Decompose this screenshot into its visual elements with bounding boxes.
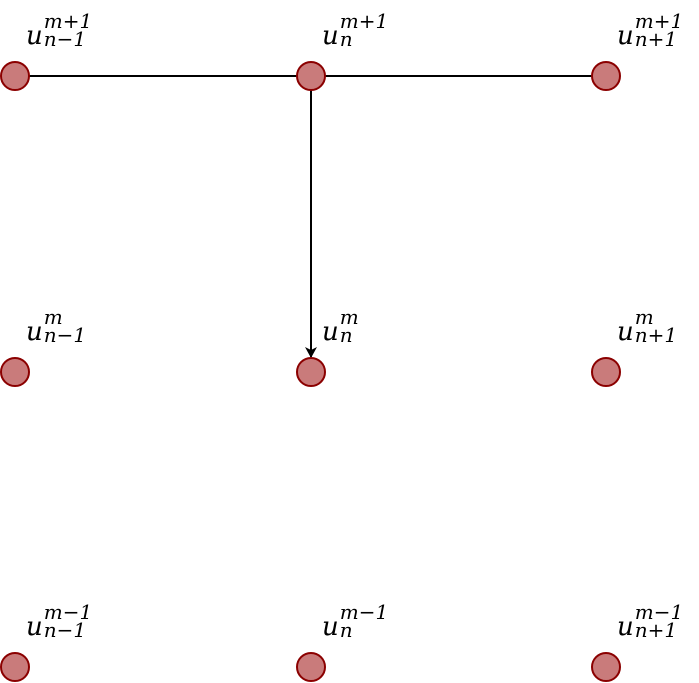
grid-node bbox=[0, 61, 30, 91]
node-label-subscript: n+1 bbox=[634, 27, 678, 51]
node-label-subscript: n−1 bbox=[43, 323, 87, 347]
edges bbox=[15, 75, 606, 358]
node-label-superscript: m bbox=[634, 305, 654, 329]
node-label-subscript: n+1 bbox=[634, 618, 678, 642]
node-label-superscript: m+1 bbox=[634, 9, 684, 33]
grid-node bbox=[296, 357, 326, 387]
node-label-superscript: m+1 bbox=[339, 9, 389, 33]
node-label-base: u bbox=[617, 317, 634, 347]
node-label-base: u bbox=[322, 21, 339, 51]
node-label-subscript: n bbox=[339, 323, 353, 347]
node-label-base: u bbox=[617, 612, 634, 642]
node-label-subscript: n−1 bbox=[43, 27, 87, 51]
grid-node bbox=[0, 357, 30, 387]
nodes bbox=[0, 61, 621, 682]
node-label-subscript: n bbox=[339, 618, 353, 642]
node-label-base: u bbox=[26, 612, 43, 642]
grid-node bbox=[591, 652, 621, 682]
grid-node bbox=[0, 652, 30, 682]
node-label-superscript: m+1 bbox=[43, 9, 93, 33]
node-label-subscript: n bbox=[339, 27, 353, 51]
grid-node bbox=[591, 61, 621, 91]
node-label-superscript: m−1 bbox=[339, 600, 389, 624]
node-label-superscript: m bbox=[43, 305, 63, 329]
grid-node bbox=[296, 61, 326, 91]
grid-node bbox=[296, 652, 326, 682]
node-label-subscript: n+1 bbox=[634, 323, 678, 347]
node-label-base: u bbox=[26, 317, 43, 347]
node-label-base: u bbox=[322, 317, 339, 347]
node-label-base: u bbox=[617, 21, 634, 51]
node-label-subscript: n−1 bbox=[43, 618, 87, 642]
grid-node bbox=[591, 357, 621, 387]
node-label-base: u bbox=[26, 21, 43, 51]
node-label-superscript: m−1 bbox=[43, 600, 93, 624]
node-label-superscript: m−1 bbox=[634, 600, 684, 624]
node-label-superscript: m bbox=[339, 305, 359, 329]
node-label-base: u bbox=[322, 612, 339, 642]
